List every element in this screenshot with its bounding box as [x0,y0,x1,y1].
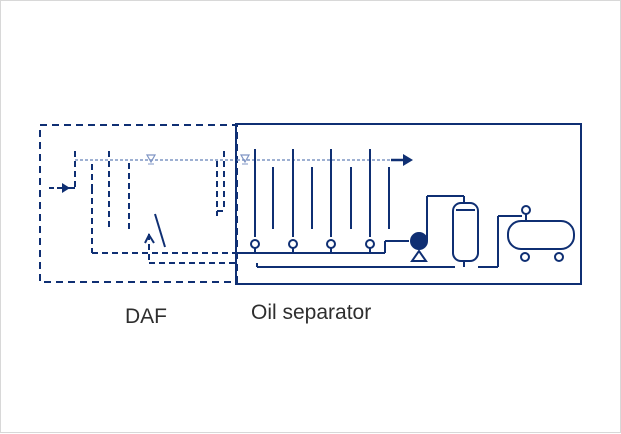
collector-pipes [237,240,455,268]
separator-water-level-icon [239,154,251,165]
daf-bottom-drain [91,188,237,264]
daf-baffles [74,151,225,233]
daf-label: DAF [125,305,167,328]
daf-inlet-arrow-icon [49,183,75,193]
daf-water-level-icon [145,154,157,165]
pump-icon [410,232,428,262]
horizontal-tank-icon [507,205,575,262]
daf-sludge-scraper [144,213,166,248]
pump-to-tank-pipe [426,195,465,241]
oil-separator-boundary [235,123,582,285]
oil-separator-section [235,123,582,285]
oil-separator-label: Oil separator [251,301,372,324]
tank-to-trailer-pipe [478,215,522,268]
daf-section [39,124,238,283]
vertical-tank-icon [452,202,479,267]
separator-plates [254,149,390,237]
separator-outlet-arrow-icon [391,154,413,166]
daf-boundary [39,124,238,283]
separator-drain-valves [250,239,375,253]
